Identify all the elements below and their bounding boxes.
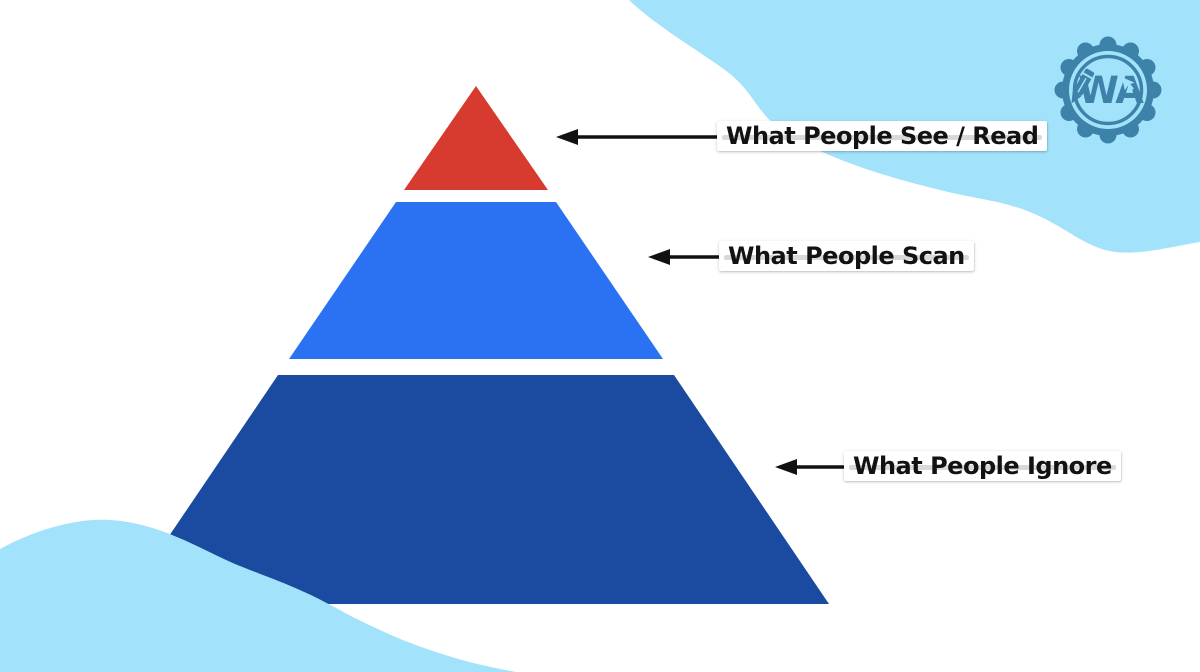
cursor-icon bbox=[1122, 77, 1135, 91]
arrow-head-icon bbox=[556, 129, 578, 145]
arrow-middle-tier bbox=[648, 249, 720, 265]
label-underline bbox=[849, 465, 1116, 470]
label-underline bbox=[724, 255, 969, 260]
tier-label-text: What People Scan bbox=[728, 242, 965, 270]
arrow-top-tier bbox=[556, 129, 718, 145]
blob-bottom-left bbox=[0, 519, 516, 672]
label-underline bbox=[722, 135, 1043, 140]
tier-label-middle: What People Scan bbox=[719, 241, 974, 271]
arrow-head-icon bbox=[648, 249, 670, 265]
tier-label-bottom: What People Ignore bbox=[844, 451, 1121, 481]
pyramid-tier-middle bbox=[289, 202, 663, 359]
arrow-bottom-tier bbox=[775, 459, 845, 475]
wa-logo-badge: WA bbox=[1054, 36, 1162, 144]
pencil-icon bbox=[1071, 68, 1095, 104]
pyramid-tier-top bbox=[404, 86, 548, 190]
pyramid-tier-bottom bbox=[123, 375, 829, 604]
arrow-head-icon bbox=[775, 459, 797, 475]
tier-label-text: What People See / Read bbox=[726, 122, 1039, 150]
tier-label-text: What People Ignore bbox=[853, 452, 1112, 480]
tier-label-top: What People See / Read bbox=[717, 121, 1048, 151]
